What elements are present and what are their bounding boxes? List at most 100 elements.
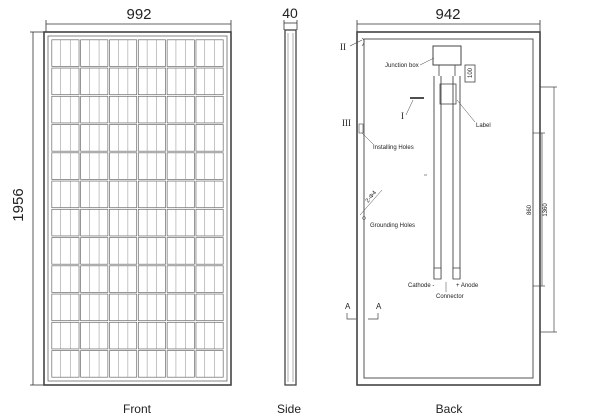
pv-cell [51, 39, 80, 67]
pv-cell [195, 293, 224, 322]
installing-holes-label: Installing Holes [373, 145, 414, 151]
pv-cell [137, 152, 166, 180]
cathode-label: Cathode - [408, 283, 434, 289]
pv-cell [166, 293, 195, 322]
front-height-dimension: 1956 [10, 188, 27, 221]
pv-cell [80, 265, 109, 293]
section-a-left: A [345, 302, 351, 311]
offset-dimension-box [464, 64, 476, 83]
pv-cell [195, 39, 224, 67]
pv-cell [51, 237, 80, 265]
pv-cell [109, 208, 138, 237]
pv-cell [195, 152, 224, 180]
connector-label: Connector [436, 294, 464, 300]
pv-cell [166, 237, 195, 265]
grounding-hole [362, 216, 366, 220]
cell-grid [51, 39, 224, 378]
pv-cell [80, 180, 109, 209]
pv-cell [137, 95, 166, 124]
pv-cell [195, 350, 224, 378]
pv-cell [109, 152, 138, 180]
pv-cell [137, 265, 166, 293]
pv-cell [166, 152, 195, 180]
back-view-caption: Back [436, 402, 464, 416]
section-a-right: A [376, 302, 382, 311]
marker-ii: II [340, 42, 346, 52]
pv-cell [51, 67, 80, 96]
pv-cell [80, 293, 109, 322]
pv-cell [137, 67, 166, 96]
pv-cell [51, 321, 80, 350]
pv-cell [109, 321, 138, 350]
pv-cell [166, 67, 195, 96]
side-frame [284, 29, 297, 386]
pv-cell [109, 293, 138, 322]
pv-cell [195, 67, 224, 96]
mounting-hole-dimension: 860 [527, 204, 533, 215]
pv-cell [166, 321, 195, 350]
pv-cell [137, 293, 166, 322]
pv-cell [137, 321, 166, 350]
pv-cell [166, 208, 195, 237]
pv-cell [51, 95, 80, 124]
pv-cell [80, 321, 109, 350]
pv-cell [80, 39, 109, 67]
pv-cell [109, 350, 138, 378]
pv-cell [51, 180, 80, 209]
pv-cell [51, 208, 80, 237]
pv-cell [80, 237, 109, 265]
pv-cell [109, 124, 138, 152]
pv-cell [137, 39, 166, 67]
pv-cell [80, 208, 109, 237]
back-width-dimension: 942 [435, 6, 460, 23]
cables [433, 76, 461, 280]
pv-cell [51, 152, 80, 180]
pv-cell [80, 95, 109, 124]
anode-label: + Anode [456, 283, 479, 289]
pv-cell [195, 321, 224, 350]
pv-cell [51, 350, 80, 378]
pv-cell [109, 39, 138, 67]
pv-cell [166, 265, 195, 293]
pv-cell [195, 265, 224, 293]
pv-cell [137, 124, 166, 152]
section-mark-left [346, 313, 356, 320]
front-width-dimension: 992 [126, 6, 151, 23]
side-thickness-dimension: 40 [282, 5, 298, 21]
pv-cell [80, 350, 109, 378]
pv-cell [51, 265, 80, 293]
pv-cell [80, 124, 109, 152]
pv-cell [80, 67, 109, 96]
label-caption: Label [476, 123, 491, 129]
pv-cell [109, 237, 138, 265]
side-view-caption: Side [277, 402, 301, 416]
marker-iii: III [342, 118, 351, 128]
pv-cell [195, 180, 224, 209]
pv-cell [109, 265, 138, 293]
pv-cell [51, 124, 80, 152]
back-inner-frame [363, 38, 534, 379]
pv-cell [109, 67, 138, 96]
pv-cell [137, 350, 166, 378]
front-view: 992 1956 [10, 6, 232, 386]
pv-cell [166, 180, 195, 209]
front-view-caption: Front [123, 402, 152, 416]
back-view: 942 Junction box 100 Label Cathode - + [340, 6, 557, 386]
pv-cell [137, 180, 166, 209]
grounding-length-dimension: 1360 [543, 203, 549, 217]
marker-i: I [401, 111, 404, 121]
pv-cell [195, 237, 224, 265]
pv-cell [109, 95, 138, 124]
pv-cell [195, 124, 224, 152]
label-plate [439, 83, 457, 105]
pv-cell [109, 180, 138, 209]
pv-cell [166, 95, 195, 124]
section-mark-right [368, 313, 379, 320]
pv-cell [166, 124, 195, 152]
pv-cell [166, 39, 195, 67]
junction-box-label: Junction box [385, 63, 419, 69]
installing-hole [358, 123, 364, 134]
grounding-holes-label: Grounding Holes [370, 223, 415, 229]
pv-cell [80, 152, 109, 180]
